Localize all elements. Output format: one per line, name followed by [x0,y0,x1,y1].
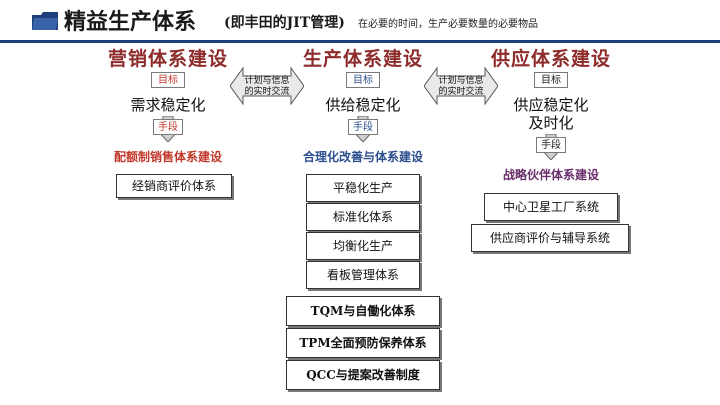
production-goal: 供给稳定化 [325,96,401,114]
marketing-goal: 需求稳定化 [130,96,206,114]
production-box-tpm: TPM全面预防保养体系 [286,328,440,358]
marketing-box-dealer-eval: 经销商评价体系 [116,174,232,198]
supply-heading: 供应体系建设 [490,48,612,70]
production-means: 合理化改善与体系建设 [302,150,424,164]
marketing-target-tag: 目标 [151,72,185,88]
supply-target-tag: 目标 [534,72,568,88]
supply-box-satellite-factory: 中心卫星工厂系统 [484,193,618,221]
page-title: 精益生产体系 [64,10,197,35]
production-means-tag: 手段 [348,119,378,135]
supply-means-tag: 手段 [536,137,566,153]
header-rule [0,40,720,43]
supply-box-supplier-eval: 供应商评价与辅导系统 [471,224,629,252]
supply-means: 战略伙伴体系建设 [502,168,600,182]
marketing-means-tag: 手段 [153,119,183,135]
page-subtitle: (即丰田的JIT管理) [224,15,345,31]
supply-goal-line1: 供应稳定化 [513,96,589,114]
production-box-qcc: QCC与提案改善制度 [286,360,440,390]
right-link-line1: 计划与信息 [438,76,484,86]
left-link-text: 计划与信息 的实时交流 [238,76,296,98]
left-link-line2: 的实时交流 [244,87,290,97]
marketing-means: 配额制销售体系建设 [113,150,223,164]
right-double-arrow [424,66,498,106]
right-link-line2: 的实时交流 [438,87,484,97]
production-box-balanced-production: 均衡化生产 [306,232,420,260]
page-note: 在必要的时间，生产必要数量的必要物品 [358,19,538,30]
supply-goal: 供应稳定化 及时化 [513,96,588,132]
production-box-tqm: TQM与自働化体系 [286,296,440,326]
supply-goal-line2: 及时化 [528,114,574,132]
left-double-arrow [230,66,304,106]
production-heading: 生产体系建设 [302,48,424,70]
production-box-standardization: 标准化体系 [306,203,420,231]
production-target-tag: 目标 [346,72,380,88]
production-box-kanban: 看板管理体系 [306,261,420,289]
right-link-text: 计划与信息 的实时交流 [432,76,490,98]
production-box-level-production: 平稳化生产 [306,174,420,202]
marketing-heading: 营销体系建设 [107,48,229,70]
left-link-line1: 计划与信息 [244,76,290,86]
folder-icon [32,12,58,30]
